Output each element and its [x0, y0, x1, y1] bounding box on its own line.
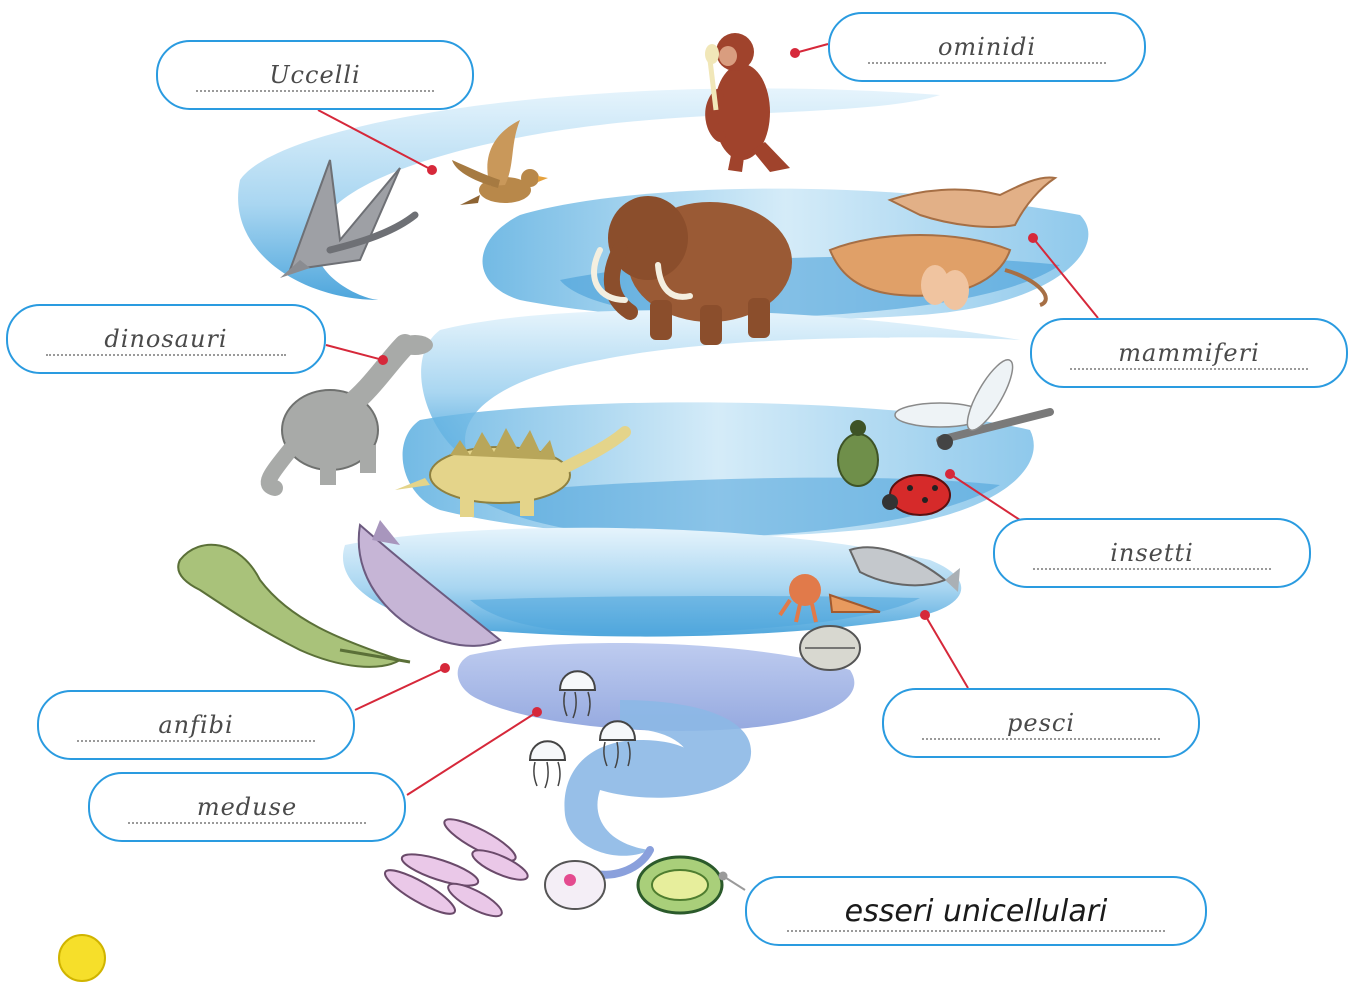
- label-box-dinosauri[interactable]: dinosauri: [6, 304, 326, 374]
- bacteria-icon: [380, 812, 531, 922]
- answer-insetti: insetti: [1102, 539, 1202, 567]
- answer-meduse: meduse: [189, 793, 305, 821]
- label-box-anfibi[interactable]: anfibi: [37, 690, 355, 760]
- answer-ominidi: ominidi: [930, 33, 1044, 61]
- label-box-unicellulari: esseri unicellulari: [745, 876, 1207, 946]
- label-box-insetti[interactable]: insetti: [993, 518, 1311, 588]
- answer-dinosauri: dinosauri: [96, 325, 235, 353]
- label-box-uccelli[interactable]: Uccelli: [156, 40, 474, 110]
- label-box-ominidi[interactable]: ominidi: [828, 12, 1146, 82]
- answer-uccelli: Uccelli: [261, 61, 368, 89]
- answer-mammiferi: mammiferi: [1110, 339, 1268, 367]
- label-box-meduse[interactable]: meduse: [88, 772, 406, 842]
- sun-icon: [58, 934, 106, 982]
- label-box-mammiferi[interactable]: mammiferi: [1030, 318, 1348, 388]
- trilobite-icon: [800, 626, 860, 670]
- answer-anfibi: anfibi: [150, 711, 241, 739]
- printed-label-unicellulari: esseri unicellulari: [845, 894, 1108, 929]
- answer-pesci: pesci: [999, 709, 1083, 737]
- label-box-pesci[interactable]: pesci: [882, 688, 1200, 758]
